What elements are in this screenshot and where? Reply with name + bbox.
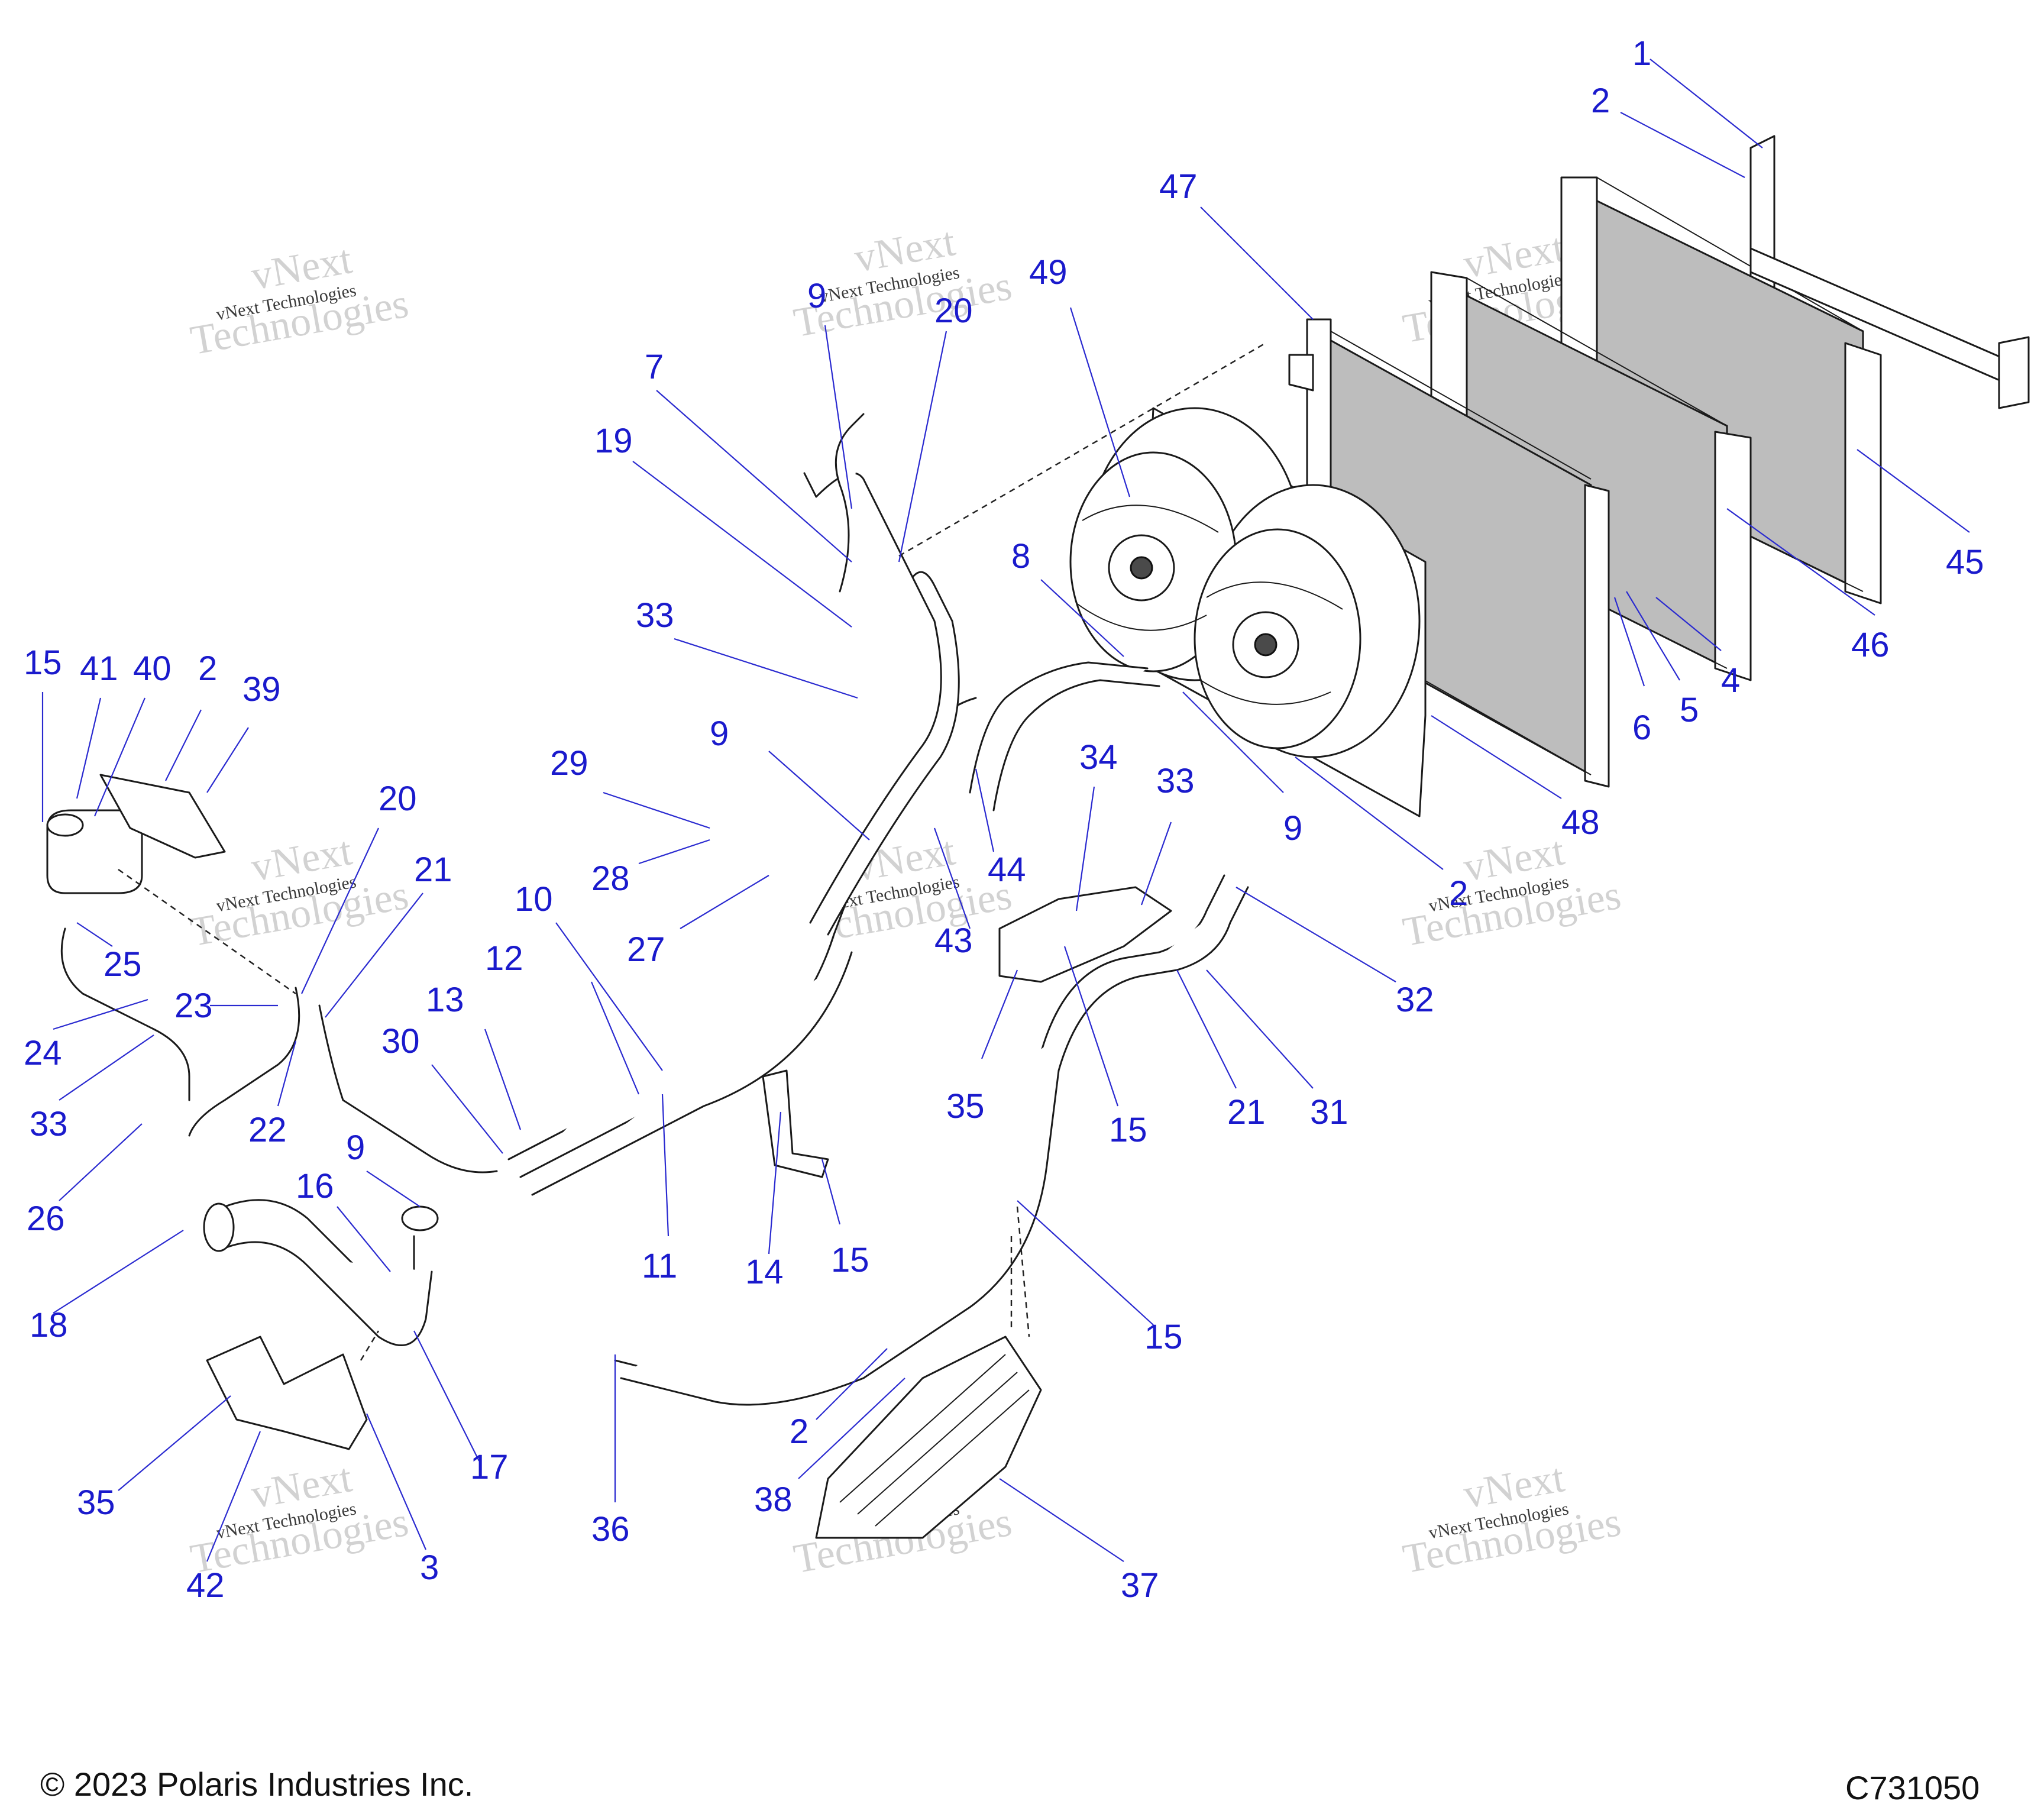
watermark: vNext Technologies vNext Technologies: [187, 237, 412, 364]
callout-label: 17: [470, 1448, 509, 1486]
callout-label: 2: [790, 1412, 808, 1451]
callout-label: 38: [754, 1480, 793, 1519]
callout-label: 18: [30, 1306, 68, 1344]
callout-label: 9: [807, 277, 826, 315]
callout-label: 45: [1946, 543, 1984, 581]
brackets: [206, 886, 1172, 1539]
callout-label: 2: [1449, 874, 1468, 913]
callout-label: 33: [1156, 762, 1195, 800]
alignment-lines: [118, 342, 1266, 1361]
drawing-number: C731050: [1845, 1769, 1980, 1806]
callout-label: 35: [946, 1087, 985, 1126]
callout-label: 32: [1396, 981, 1434, 1019]
callout-label: 27: [627, 930, 665, 969]
callout-label: 33: [30, 1105, 68, 1143]
callout-label: 19: [594, 422, 633, 460]
callout-label: 4: [1721, 661, 1740, 700]
callout-label: 20: [379, 780, 417, 818]
rear-heat-exchanger: [1560, 135, 2030, 604]
callout-label: 21: [414, 851, 452, 889]
callout-label: 6: [1632, 709, 1651, 747]
callout-label: 47: [1159, 167, 1198, 206]
callout-label: 13: [426, 981, 464, 1019]
fan-assembly: [1069, 407, 1427, 817]
callout-label: 2: [198, 649, 217, 688]
callout-label: 44: [988, 851, 1026, 889]
callout-label: 25: [104, 945, 142, 984]
callout-label: 20: [934, 292, 973, 330]
callout-label: 28: [591, 859, 630, 898]
callout-label: 31: [1310, 1093, 1348, 1131]
callout-label: 29: [550, 744, 588, 783]
coolant-tubes: [507, 472, 977, 1196]
callout-label: 37: [1121, 1566, 1159, 1605]
copyright-notice: © 2023 Polaris Industries Inc.: [40, 1766, 474, 1803]
callout-label: 5: [1680, 691, 1699, 729]
coolant-reservoir: [46, 774, 498, 1173]
callout-label: 36: [591, 1510, 630, 1548]
lower-radiator-hoses: [203, 1199, 439, 1346]
callout-label: 35: [77, 1483, 115, 1522]
callout-label: 3: [420, 1548, 439, 1587]
leader-lines: [41, 59, 1970, 1562]
callout-label: 46: [1851, 626, 1890, 664]
callout-label: 15: [831, 1241, 869, 1279]
callout-label: 10: [515, 880, 553, 919]
callout-label: 14: [745, 1253, 784, 1291]
callout-label: 21: [1227, 1093, 1266, 1131]
callout-label: 2: [1591, 82, 1610, 120]
callout-label: 15: [1144, 1318, 1183, 1356]
callout-label: 42: [186, 1566, 225, 1605]
callout-label: 11: [642, 1247, 677, 1285]
callout-label: 15: [24, 644, 62, 682]
watermark: vNext Technologies vNext Technologies: [187, 1455, 412, 1582]
callout-label: 9: [346, 1129, 365, 1167]
callout-label: 15: [1109, 1111, 1147, 1149]
callout-label: 30: [381, 1022, 420, 1061]
lower-tubes: [614, 874, 1249, 1406]
watermark: vNext Technologies vNext Technologies: [1399, 1455, 1624, 1582]
callout-label: 49: [1029, 253, 1068, 292]
callout-label: 24: [24, 1034, 62, 1072]
upper-hoses: [835, 413, 1160, 811]
callout-label: 7: [645, 348, 664, 386]
callout-label: 16: [296, 1167, 334, 1205]
callout-label: 39: [242, 670, 281, 709]
callout-label: 48: [1561, 803, 1600, 842]
callout-label: 41: [80, 649, 118, 688]
callout-label: 33: [636, 596, 674, 635]
callout-label: 40: [133, 649, 172, 688]
callout-label: 8: [1011, 537, 1030, 576]
callout-label: 9: [710, 714, 729, 753]
callout-label: 9: [1283, 809, 1302, 848]
callout-label: 23: [174, 987, 213, 1025]
callout-label: 34: [1079, 738, 1118, 777]
callout-label: 1: [1632, 34, 1651, 73]
callout-label: 12: [485, 939, 523, 978]
callout-label: 43: [934, 922, 973, 960]
callouts: 1 2 47 49 9 20 7 19 33 8 45 46 4 5 6 48 …: [24, 34, 1984, 1605]
callout-label: 22: [248, 1111, 287, 1149]
callout-label: 26: [27, 1200, 65, 1238]
